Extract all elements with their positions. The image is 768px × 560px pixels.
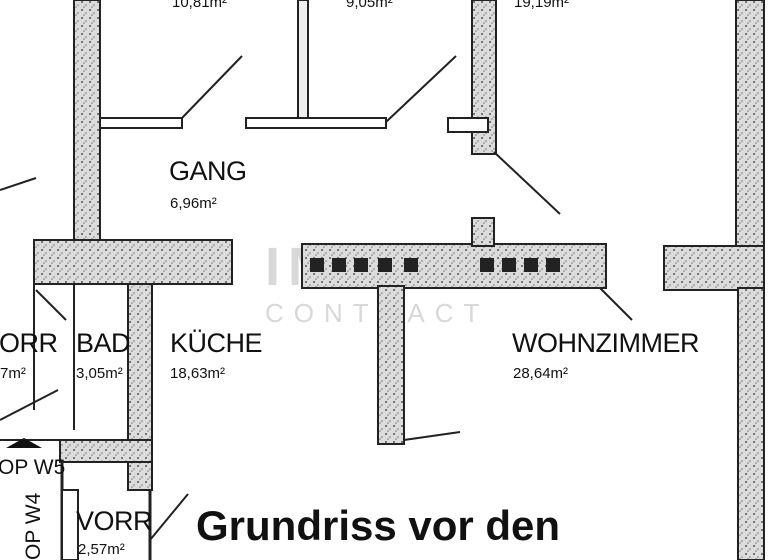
room-area-top-1: 10,81m² — [172, 0, 227, 11]
vent-2 — [332, 258, 346, 272]
wall-stub-gang — [471, 217, 495, 247]
room-area-vorr-left: 7m² — [0, 365, 26, 382]
vent-1 — [310, 258, 324, 272]
wall-gang-top-3 — [447, 117, 489, 133]
door-swing-4 — [599, 287, 633, 321]
door-swing-5 — [403, 431, 461, 441]
door-swing-3 — [493, 151, 561, 215]
vent-5 — [404, 258, 418, 272]
room-name-vorr-left: ORR — [0, 328, 58, 358]
door-swing-1 — [181, 55, 243, 119]
unit-arrow-icon — [6, 438, 42, 448]
room-area-top-3: 19,19m² — [514, 0, 569, 11]
wall-vorr-left — [61, 489, 79, 560]
vent-9 — [546, 258, 560, 272]
wall-kitchen-top-left — [33, 239, 233, 285]
unit-label-w4: OP W4 — [22, 492, 45, 560]
wall-gang-top-1 — [99, 117, 183, 129]
door-swing-2 — [385, 55, 457, 123]
room-area-top-2: 9,05m² — [346, 0, 393, 11]
wall-left-upper — [73, 0, 101, 246]
room-name-vorr-bottom: VORR — [76, 506, 152, 536]
room-name-kueche: KÜCHE — [170, 328, 262, 358]
room-area-kueche: 18,63m² — [170, 365, 225, 382]
vent-3 — [354, 258, 368, 272]
plan-headline: Grundriss vor den — [196, 502, 560, 549]
room-name-bad: BAD — [76, 328, 130, 358]
vent-8 — [524, 258, 538, 272]
room-area-gang: 6,96m² — [170, 195, 217, 212]
vent-row — [310, 258, 560, 272]
room-area-vorr-bottom: 2,57m² — [78, 541, 125, 558]
door-swing-8 — [149, 493, 189, 541]
door-swings — [0, 55, 633, 541]
vent-4 — [378, 258, 392, 272]
vent-6 — [480, 258, 494, 272]
unit-label-w5: OP W5 — [0, 456, 65, 479]
room-area-wohnzimmer: 28,64m² — [513, 365, 568, 382]
wall-kitchen-living — [377, 285, 405, 445]
room-name-wohnzimmer: WOHNZIMMER — [512, 328, 699, 358]
wall-right-upper — [735, 0, 765, 251]
door-swing-9 — [35, 289, 67, 321]
room-area-bad: 3,05m² — [76, 365, 123, 382]
wall-right-stub — [663, 245, 765, 291]
watermark-sub: CONTRACT — [265, 298, 489, 328]
wall-bath-bottom — [59, 439, 153, 463]
door-swing-7 — [0, 389, 59, 421]
room-name-gang: GANG — [169, 156, 247, 186]
door-swing-6 — [0, 177, 37, 191]
wall-right-lower — [737, 287, 765, 560]
wall-living-top — [301, 243, 607, 289]
wall-gang-top-2 — [245, 117, 387, 129]
vent-7 — [502, 258, 516, 272]
wall-divider-top-1 — [297, 0, 309, 123]
